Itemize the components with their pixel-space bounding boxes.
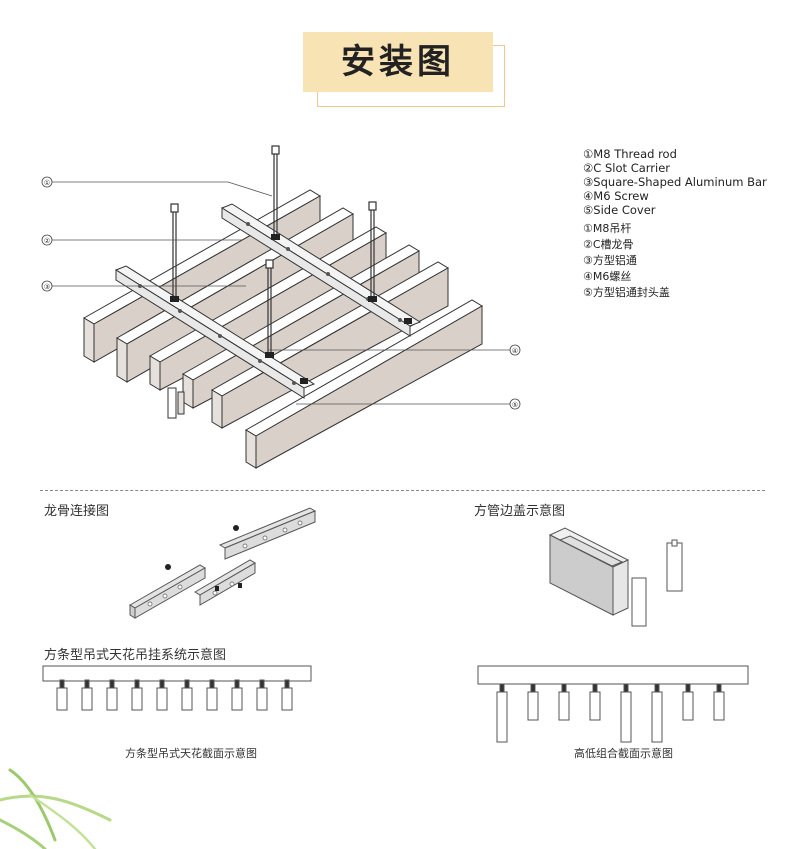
ceiling-slat — [206, 687, 218, 711]
legend-cn-item: ①M8吊杆 — [583, 222, 632, 235]
legend-cn-item: ④M6螺丝 — [583, 270, 632, 283]
callout-5: ⑤ — [512, 401, 518, 409]
hanger-clip — [109, 679, 115, 689]
hanger-clip — [209, 679, 215, 689]
legend-chinese: ①M8吊杆 ②C槽龙骨 ③方型铝通 ④M6螺丝 ⑤方型铝通封头盖 — [583, 221, 670, 301]
keel-connection-label: 龙骨连接图 — [44, 504, 110, 519]
suspension-system-label: 方条型吊式天花吊挂系统示意图 — [44, 648, 227, 663]
hanger-clip — [284, 679, 290, 689]
hanger-clip — [530, 683, 536, 693]
ceiling-slat — [651, 691, 663, 743]
section-divider — [40, 490, 765, 491]
leaf-decoration — [0, 768, 112, 849]
ceiling-slat — [256, 687, 268, 711]
hanger-clip — [234, 679, 240, 689]
legend-en-item: ②C Slot Carrier — [583, 161, 671, 175]
legend-en-item: ①M8 Thread rod — [583, 147, 677, 161]
hanger-clip — [654, 683, 660, 693]
ceiling-slat — [496, 691, 508, 743]
section-view-caption: 方条型吊式天花截面示意图 — [125, 747, 257, 760]
legend-english: ①M8 Thread rod ②C Slot Carrier ③Square-S… — [583, 147, 767, 217]
ceiling-slat — [620, 691, 632, 743]
ceiling-slat — [231, 687, 243, 711]
high-low-view-diagram — [477, 665, 749, 685]
ceiling-slat — [106, 687, 118, 711]
ceiling-slat — [589, 691, 601, 721]
hanger-clip — [685, 683, 691, 693]
hanger-clip — [592, 683, 598, 693]
hanger-clip — [134, 679, 140, 689]
ceiling-slat — [682, 691, 694, 721]
legend-en-item: ⑤Side Cover — [583, 203, 656, 217]
legend-cn-item: ③方型铝通 — [583, 254, 637, 267]
hanger-clip — [499, 683, 505, 693]
callout-4: ④ — [512, 347, 518, 355]
side-cover-label: 方管边盖示意图 — [474, 504, 566, 519]
hanger-clip — [561, 683, 567, 693]
high-low-view-caption: 高低组合截面示意图 — [574, 747, 673, 760]
page-title: 安装图 — [341, 42, 455, 82]
hanger-clip — [623, 683, 629, 693]
ceiling-slat — [131, 687, 143, 711]
legend-cn-item: ⑤方型铝通封头盖 — [583, 286, 670, 299]
hanger-clip — [259, 679, 265, 689]
hanger-clip — [716, 683, 722, 693]
callout-1: ① — [44, 179, 50, 187]
hanger-clip — [184, 679, 190, 689]
keel-connection-diagram — [129, 507, 317, 619]
hanger-clip — [59, 679, 65, 689]
legend-en-item: ③Square-Shaped Aluminum Bar — [583, 175, 767, 189]
ceiling-slat — [527, 691, 539, 721]
section-view-diagram — [42, 665, 312, 682]
ceiling-slat — [281, 687, 293, 711]
side-cover-diagram — [548, 527, 683, 627]
legend-en-item: ④M6 Screw — [583, 189, 649, 203]
title-box — [303, 32, 493, 92]
hanger-clip — [84, 679, 90, 689]
callout-2: ② — [44, 237, 50, 245]
legend-cn-item: ②C槽龙骨 — [583, 238, 634, 251]
ceiling-slat — [156, 687, 168, 711]
ceiling-slat — [713, 691, 725, 721]
ceiling-slat — [81, 687, 93, 711]
callout-3: ③ — [44, 283, 50, 291]
thread-rods — [170, 145, 377, 356]
ceiling-slat — [558, 691, 570, 721]
ceiling-slat — [56, 687, 68, 711]
ceiling-slat — [181, 687, 193, 711]
hanger-clip — [159, 679, 165, 689]
side-cover — [167, 387, 185, 419]
